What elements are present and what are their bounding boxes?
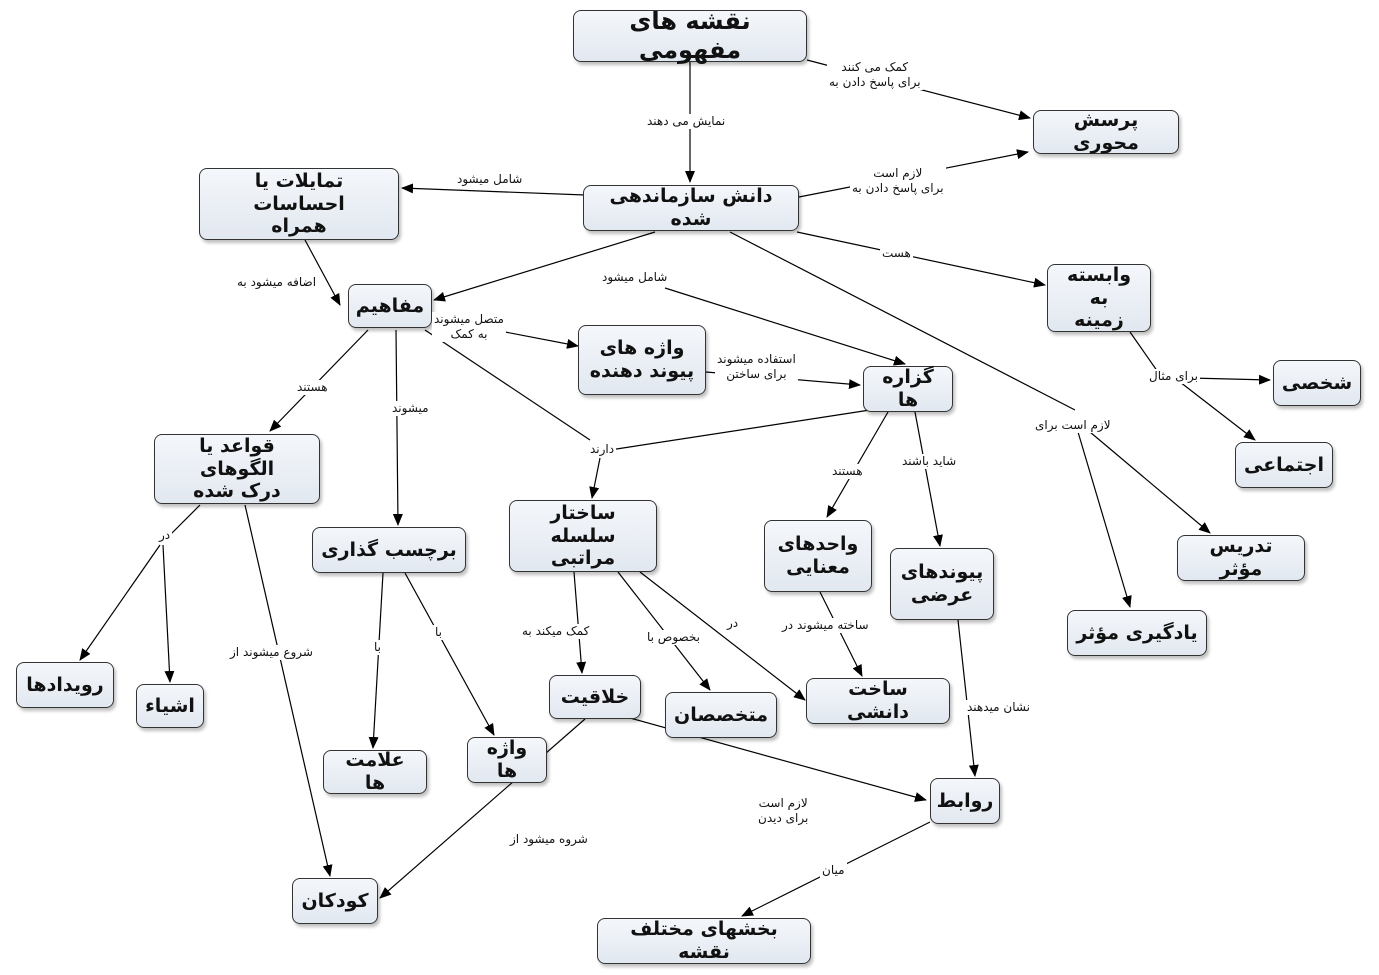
node-labeling: برچسب گذاری [312, 527, 466, 573]
edge-label-are: هستند [295, 380, 330, 395]
edge-label-between: میان [820, 863, 847, 878]
node-relations: روابط [930, 778, 1000, 824]
edge-forex-social [1179, 381, 1256, 441]
edge-in-objects [162, 544, 175, 683]
node-events: رویدادها [16, 662, 114, 708]
edge-knowledge-propositions [664, 287, 906, 366]
edge-needed-learning [1077, 431, 1132, 608]
node-meaning-units: واحدهای معنایی [764, 520, 872, 592]
edge-label-are-units: هستند [830, 464, 865, 479]
node-objects: اشیاء [136, 684, 204, 728]
edge-units-knowledgebuilding [819, 591, 863, 677]
edge-label-help-answer: کمک می کنند برای پاسخ دادن به [827, 60, 923, 90]
edge-label-show: نمایش می دهند [645, 114, 728, 129]
node-linking-words: واژه های پیوند دهنده [578, 325, 706, 395]
edge-context-personal [1129, 331, 1161, 376]
edge-labeling-signs [368, 572, 384, 749]
edge-forex-personal [1189, 374, 1271, 385]
node-social: اجتماعی [1235, 442, 1333, 488]
edge-hierarchy-creativity [573, 571, 587, 674]
node-feelings: تمایلات یا احساسات همراه [199, 168, 399, 240]
node-concept-maps: نقشه های مفهومی [573, 7, 807, 64]
node-propositions: گزاره ها [863, 366, 953, 412]
edge-label-with-words: با [433, 625, 444, 640]
edge-labeling-words [404, 572, 495, 736]
node-creativity: خلاقیت [549, 675, 641, 719]
node-knowledge-building: ساخت دانشی [806, 678, 950, 724]
edge-label-become: میشوند [390, 401, 431, 416]
edge-label-includes-concepts: شامل میشود [600, 270, 670, 285]
node-context-dependent: وابسته به زمینه [1047, 264, 1151, 332]
edge-label-especially: بخصوص با [645, 630, 703, 645]
node-personal: شخصی [1273, 360, 1361, 406]
node-cross-links: پیوندهای عرضی [890, 548, 994, 620]
edge-knowledge-needed [729, 231, 1076, 411]
node-map-parts: بخشهای مختلف نقشه [597, 918, 811, 964]
edge-in-events [79, 544, 161, 661]
edge-rules-children [244, 504, 333, 877]
node-effective-teaching: تدریس مؤثر [1177, 535, 1305, 581]
node-organized-knowledge: دانش سازماندهی شده [583, 185, 799, 231]
edge-label-added-to: اضافه میشود به [235, 275, 319, 290]
edge-knowledge-feelings [401, 183, 586, 196]
node-words: واژه ها [467, 737, 547, 783]
edge-have-hierarchy [589, 457, 601, 499]
node-concepts: مفاهیم [348, 284, 432, 328]
edge-concepts-have [424, 329, 591, 441]
node-signs: علامت ها [323, 749, 427, 794]
edge-label-is: هست [880, 246, 913, 261]
edge-label-in-objects: در [157, 528, 173, 543]
edge-label-built-in: ساخته میشوند در [780, 618, 871, 633]
node-focus-question: پرسش محوری [1033, 109, 1179, 154]
node-experts: متخصصان [665, 692, 777, 738]
edge-label-used-for: استفاده میشوند برای ساختن [715, 352, 798, 382]
edge-label-in-knowledge: در [725, 616, 741, 631]
node-effective-learning: یادگیری مؤثر [1067, 610, 1207, 656]
edge-feelings-concepts [304, 239, 341, 306]
edge-label-includes-feelings: شامل میشود [455, 172, 525, 187]
edge-propositions-have [609, 409, 871, 451]
edge-label-show-relations: نشان میدهند [965, 700, 1032, 715]
edge-knowledge-context [796, 231, 1046, 288]
edge-concepts-labeling [392, 329, 403, 526]
edge-needed-teaching [1089, 431, 1211, 534]
edge-label-connected-with: متصل میشوند به کمک [432, 312, 506, 342]
node-hierarchy: ساختار سلسله مراتبی [509, 500, 657, 572]
edge-label-may-be: شاید باشند [900, 454, 959, 469]
edge-label-helps: کمک میکند به [520, 624, 592, 639]
edge-label-needed-for: لازم است برای [1033, 418, 1113, 433]
edge-propositions-crosslinks [914, 411, 943, 547]
edge-label-start-from: شروه میشود از [508, 832, 590, 847]
edge-label-for-example: برای مثال [1147, 369, 1200, 384]
edge-label-start-from-children: شروع میشوند از [228, 645, 315, 660]
edge-hierarchy-knowledgebuilding [639, 571, 806, 701]
edge-creativity-children [379, 718, 586, 899]
edge-crosslinks-relations [957, 619, 979, 777]
edge-label-needed-answer: لازم است برای پاسخ دادن به [850, 166, 946, 196]
node-rules-patterns: قواعد یا الگوهای درک شده [154, 434, 320, 504]
edge-label-have: دارند [588, 442, 617, 457]
node-children: کودکان [292, 878, 378, 924]
edge-label-with-signs: با [372, 640, 383, 655]
edge-knowledge-concepts [433, 231, 656, 302]
edge-label-needed-to-see: لازم است برای دیدن [756, 796, 811, 826]
